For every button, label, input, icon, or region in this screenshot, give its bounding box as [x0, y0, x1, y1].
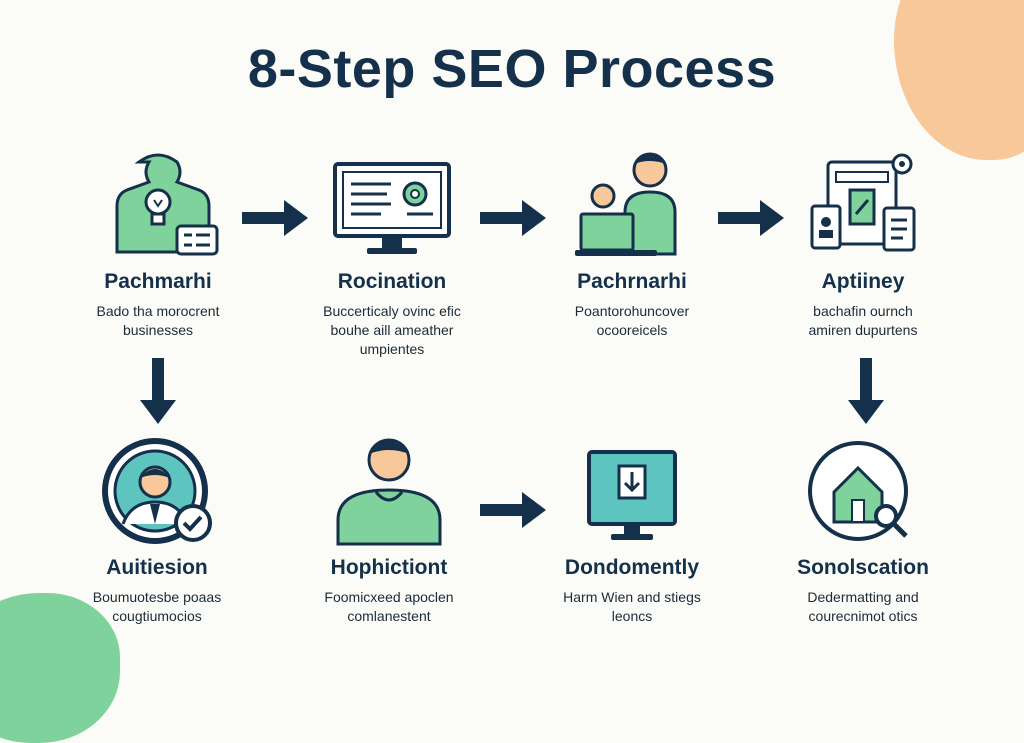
- step-8-description: Dedermatting and courecnimot otics: [807, 589, 919, 624]
- step-5-description: Boumuotesbe poaas cougtiumocios: [92, 589, 222, 624]
- step-5: Auitiesion Boumuotesbe poaas cougtiumoci…: [52, 436, 262, 626]
- decorative-dot: [927, 92, 940, 105]
- people-laptop-icon: [575, 152, 677, 256]
- step-7: Dondomently Harm Wien and stiegs leoncs: [527, 436, 737, 626]
- monitor-settings-icon: [333, 162, 451, 254]
- step-4-title: Aptiiney: [821, 270, 905, 293]
- house-search-icon: [808, 441, 908, 541]
- step-6-title: Hophictiont: [330, 556, 448, 579]
- step-6-description: Foomicxeed apoclen comlanestent: [324, 589, 454, 624]
- step-4-description: bachafin ournch amiren dupurtens: [808, 303, 918, 338]
- step-1-title: Pachmarhi: [104, 270, 212, 293]
- arrow-right-icon: [480, 492, 546, 528]
- step-2-description: Buccerticaly ovinc efic bouhe aill ameat…: [323, 303, 461, 357]
- step-7-description: Harm Wien and stiegs leoncs: [563, 589, 701, 624]
- step-5-title: Auitiesion: [106, 556, 208, 579]
- arrow-down-icon: [848, 358, 884, 424]
- person-lightbulb-icon: [115, 153, 219, 256]
- monitor-download-icon: [587, 450, 677, 540]
- step-4: Aptiiney bachafin ournch amiren dupurten…: [758, 150, 968, 340]
- step-3-description: Poantorohuncover ocooreicels: [574, 303, 690, 338]
- arrow-down-icon: [140, 358, 176, 424]
- step-7-title: Dondomently: [564, 556, 700, 579]
- user-check-icon: [102, 438, 212, 544]
- step-3-title: Pachrnarhi: [577, 270, 687, 293]
- documents-gear-icon: [810, 153, 916, 252]
- step-1-description: Bado tha morocrent businesses: [96, 303, 220, 338]
- step-6: Hophictiont Foomicxeed apoclen comlanest…: [284, 436, 494, 626]
- step-8-title: Sonolscation: [797, 556, 929, 579]
- arrow-right-icon: [480, 200, 546, 236]
- step-2: Rocination Buccerticaly ovinc efic bouhe…: [287, 150, 497, 359]
- step-8: Sonolscation Dedermatting and courecnimo…: [758, 436, 968, 626]
- page-title: 8-Step SEO Process: [247, 39, 777, 99]
- step-1: Pachmarhi Bado tha morocrent businesses: [53, 150, 263, 340]
- person-icon: [336, 438, 442, 546]
- step-2-title: Rocination: [337, 270, 447, 293]
- arrow-right-icon: [718, 200, 784, 236]
- step-3: Pachrnarhi Poantorohuncover ocooreicels: [527, 150, 737, 340]
- arrow-right-icon: [242, 200, 308, 236]
